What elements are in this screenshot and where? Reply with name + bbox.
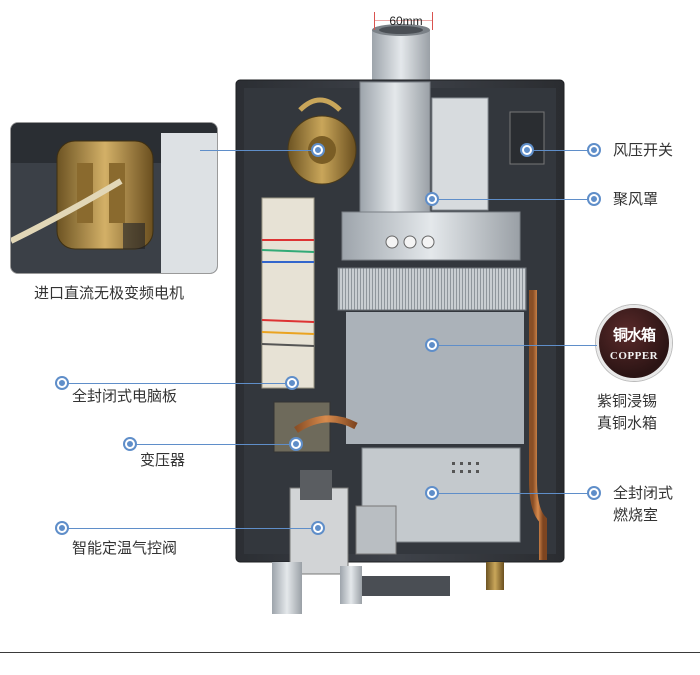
leader-transformer: [134, 444, 296, 445]
label-wind-hood: 聚风罩: [613, 190, 659, 208]
callout-dot-icon: [589, 488, 599, 498]
motor-closeup-inset: [10, 122, 218, 274]
leader-wind-pressure-switch: [527, 150, 593, 151]
label-gas-valve: 智能定温气控阀: [72, 539, 178, 557]
label-motor: 进口直流无极变频电机: [34, 284, 185, 302]
label-copper-tank: 紫铜浸锡 真铜水箱: [597, 392, 658, 432]
motor-closeup-photo: [11, 123, 217, 273]
callout-dot-icon: [522, 145, 532, 155]
callout-dot-icon: [589, 194, 599, 204]
callout-dot-icon: [125, 439, 135, 449]
dimension-line: [374, 20, 432, 21]
leader-copper-tank: [432, 345, 597, 346]
dimension-tick-right: [432, 12, 433, 30]
callout-dot-icon: [291, 439, 301, 449]
callout-dot-icon: [57, 523, 67, 533]
callout-dot-icon: [427, 194, 437, 204]
leader-motor: [200, 150, 318, 151]
dimension-label: 60mm: [389, 14, 423, 28]
label-combustion-chamber: 全封闭式 燃烧室: [613, 484, 674, 524]
callout-dot-icon: [57, 378, 67, 388]
callout-dot-icon: [287, 378, 297, 388]
leader-combustion-chamber: [432, 493, 593, 494]
leader-gas-valve: [66, 528, 316, 529]
callout-dot-icon: [313, 145, 323, 155]
badge-title: 铜水箱: [612, 326, 656, 344]
label-transformer: 变压器: [140, 451, 186, 469]
callout-dot-icon: [313, 523, 323, 533]
label-wind-pressure-switch: 风压开关: [613, 141, 674, 159]
bottom-divider: [0, 652, 700, 653]
leader-control-board: [66, 383, 292, 384]
badge-copper-word: COPPER: [609, 350, 659, 362]
callout-dot-icon: [427, 340, 437, 350]
callout-dot-icon: [589, 145, 599, 155]
dimension-tick-left: [374, 12, 375, 30]
copper-tank-badge: 铜水箱 COPPER: [596, 305, 672, 381]
label-control-board: 全封闭式电脑板: [72, 387, 178, 405]
callout-dot-icon: [427, 488, 437, 498]
leader-wind-hood: [432, 199, 593, 200]
